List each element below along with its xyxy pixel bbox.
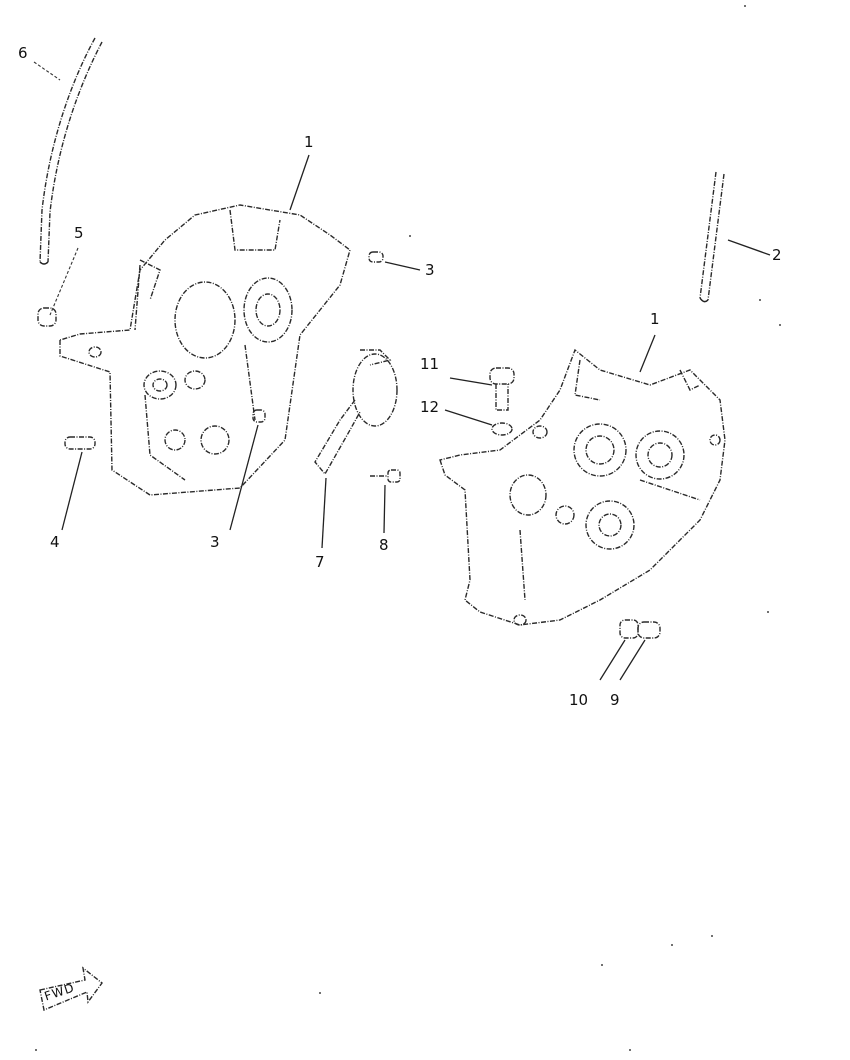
part-clamp xyxy=(314,349,398,476)
part-screw xyxy=(370,469,401,483)
callout-7: 7 xyxy=(315,553,325,571)
part-washer xyxy=(491,422,513,436)
callout-1-right: 1 xyxy=(650,310,660,328)
callout-5: 5 xyxy=(74,224,84,242)
callout-4: 4 xyxy=(50,533,60,551)
part-drain-bolt xyxy=(619,619,661,639)
callout-11: 11 xyxy=(420,355,440,373)
callout-10: 10 xyxy=(569,691,589,709)
part-bolt xyxy=(489,367,515,411)
part-crankcase-right xyxy=(439,348,726,626)
callout-1-left: 1 xyxy=(304,133,314,151)
part-stud-bolt xyxy=(699,171,725,303)
part-dowel-pin-upper xyxy=(368,251,384,263)
callout-8: 8 xyxy=(379,536,389,554)
leader-lines xyxy=(33,61,771,681)
fwd-arrow-badge xyxy=(39,966,103,1011)
part-dowel xyxy=(64,436,96,450)
callout-9: 9 xyxy=(610,691,620,709)
part-hose xyxy=(39,37,103,265)
callout-3-lower: 3 xyxy=(210,533,220,551)
callout-3-upper: 3 xyxy=(425,261,435,279)
part-fitting xyxy=(37,307,57,327)
callout-2: 2 xyxy=(772,246,782,264)
part-dowel-pin-lower xyxy=(252,409,266,423)
callout-12: 12 xyxy=(420,398,440,416)
scan-specks xyxy=(35,5,781,1051)
part-crankcase-left xyxy=(59,204,351,496)
callout-6: 6 xyxy=(18,44,28,62)
